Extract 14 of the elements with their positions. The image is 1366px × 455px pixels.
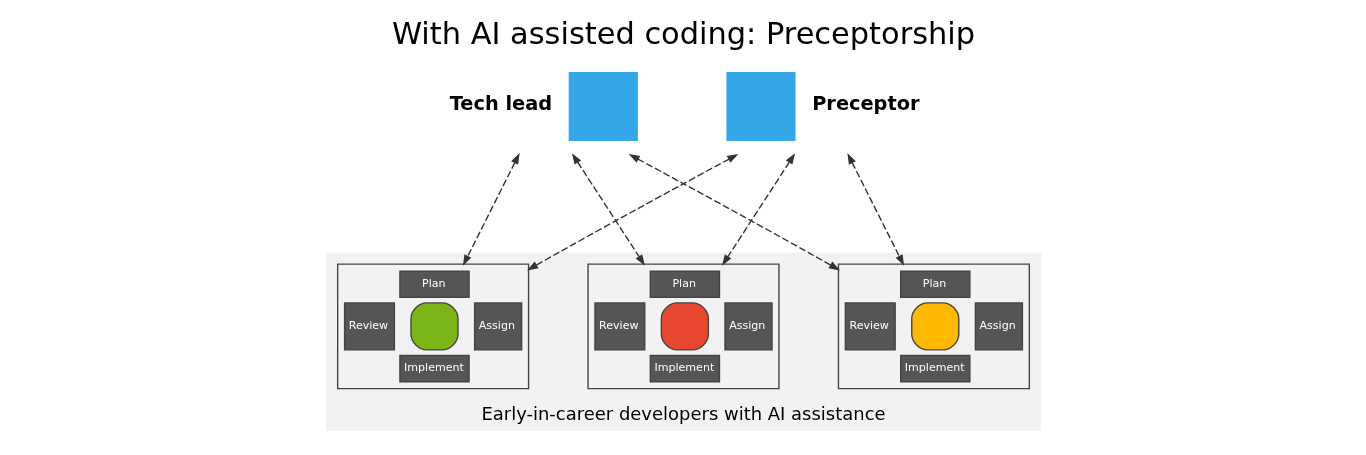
node-label: Tech lead: [449, 92, 552, 116]
arrow: [526, 154, 738, 271]
node-box: Plan Review Assign Implement: [586, 263, 780, 390]
arrow: [462, 153, 520, 266]
diagram-title: With AI assisted coding: Preceptorship: [391, 15, 975, 51]
arrow: [628, 154, 840, 271]
arrow: [721, 153, 795, 266]
node-label: Preceptor: [811, 92, 920, 116]
arrow: [846, 153, 904, 266]
node-box: Plan Review Assign Implement: [837, 263, 1030, 390]
node-box: [725, 71, 796, 142]
node-box: [568, 71, 638, 142]
arrow: [571, 153, 645, 266]
node-box: Plan Review Assign Implement: [336, 263, 529, 390]
